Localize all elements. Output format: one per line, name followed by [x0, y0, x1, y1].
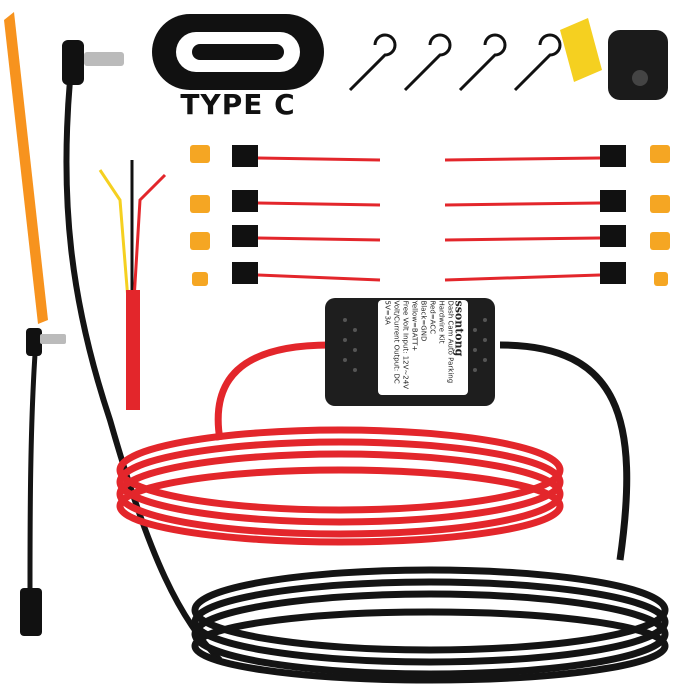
brand-name: ssontong	[452, 300, 466, 356]
red-cable-coil	[116, 426, 564, 546]
black-cable-coil	[191, 566, 669, 684]
label-line: Red=ACC	[428, 300, 437, 334]
label-line: Free Volt Input: 12V~24V	[401, 300, 410, 389]
converter-label: ssontong Dash Cam Auto Parking Hardwire …	[378, 300, 468, 395]
type-c-socket	[20, 588, 42, 636]
zip-ties	[348, 33, 562, 92]
type-c-label: TYPE C	[180, 88, 296, 121]
label-line: Black=GND	[419, 300, 428, 341]
fuse-taps	[190, 145, 670, 286]
label-line: Volt/Current Output: DC 5V=3A	[383, 300, 401, 384]
pry-tool	[4, 12, 48, 324]
ferrite-core	[608, 30, 668, 100]
label-line: Yellow=BATT+	[410, 300, 419, 351]
label-title: Dash Cam Auto Parking Hardwire Kit	[437, 300, 455, 383]
yellow-clip	[560, 18, 602, 82]
black-cable	[63, 79, 223, 663]
type-c-plug-top	[62, 40, 84, 85]
